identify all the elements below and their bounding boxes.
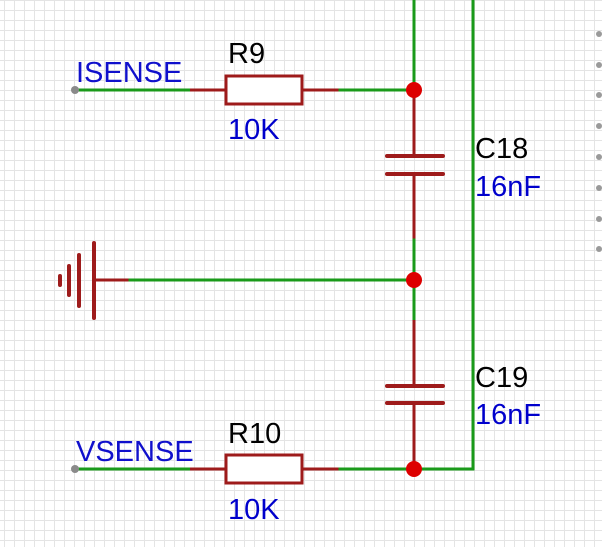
c19-value: 16nF <box>475 399 541 431</box>
c18-value: 16nF <box>475 171 541 203</box>
isense-net-label: ISENSE <box>76 57 182 89</box>
junction-dot <box>406 82 422 98</box>
resistor-r10[interactable] <box>190 453 340 485</box>
c19-designator: C19 <box>475 362 528 394</box>
r10-value: 10K <box>228 494 280 526</box>
vsense-net-label: VSENSE <box>76 436 194 468</box>
r9-value: 10K <box>228 114 280 146</box>
edge-pins <box>596 31 602 252</box>
vsense-pin[interactable] <box>71 465 79 473</box>
capacitor-c18[interactable] <box>385 90 445 240</box>
junction-dot <box>406 272 422 288</box>
ground-icon <box>58 241 130 320</box>
resistor-r9[interactable] <box>190 74 340 106</box>
isense-pin[interactable] <box>71 86 79 94</box>
junction-dot <box>406 461 422 477</box>
c18-designator: C18 <box>475 133 528 165</box>
capacitor-c19[interactable] <box>385 320 445 469</box>
r9-designator: R9 <box>228 38 265 70</box>
r10-designator: R10 <box>228 418 281 450</box>
